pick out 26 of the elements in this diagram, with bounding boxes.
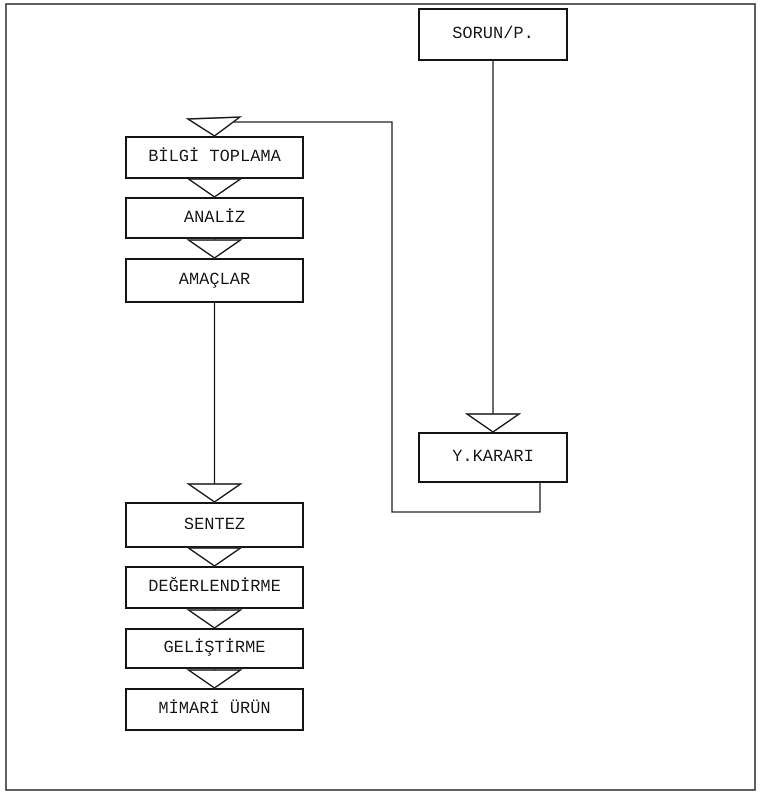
arrow xyxy=(188,178,242,198)
box-label: SENTEZ xyxy=(184,516,246,534)
box-label: BİLGİ TOPLAMA xyxy=(148,148,281,167)
process-box xyxy=(125,566,304,609)
arrow xyxy=(188,303,242,503)
box-label: DEĞERLENDİRME xyxy=(148,578,281,597)
box-label: GELİŞTİRME xyxy=(163,639,266,658)
arrow xyxy=(188,239,242,259)
box-label: MİMARİ ÜRÜN xyxy=(158,700,271,719)
arrow xyxy=(188,669,242,689)
process-box xyxy=(125,258,304,303)
process-box xyxy=(125,197,304,239)
arrow xyxy=(188,547,242,567)
box-label: SORUN/P. xyxy=(452,25,534,44)
process-box xyxy=(418,432,568,483)
process-box xyxy=(125,688,304,731)
process-box xyxy=(125,628,304,669)
arrow xyxy=(187,116,541,513)
process-box xyxy=(125,502,304,548)
process-box xyxy=(418,8,568,61)
arrow xyxy=(188,609,242,629)
box-label: AMAÇLAR xyxy=(178,271,250,290)
process-box xyxy=(125,136,304,179)
box-label: ANALİZ xyxy=(184,208,246,228)
box-label: Y.KARARI xyxy=(452,448,534,467)
arrow xyxy=(466,61,520,433)
